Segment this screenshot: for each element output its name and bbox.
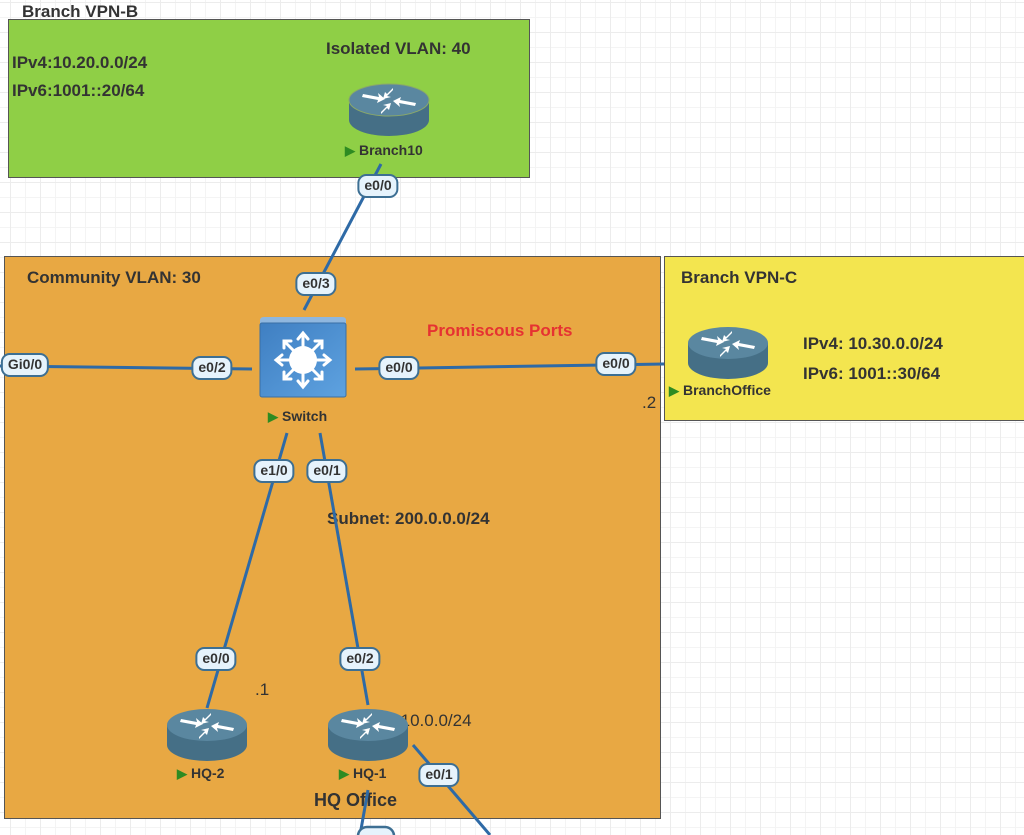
port-branchoffice-e0-0[interactable]: e0/0: [595, 352, 637, 376]
switch-icon[interactable]: [257, 315, 349, 400]
node-label-branch10[interactable]: ▶Branch10: [345, 142, 423, 158]
port-switch-e0-3[interactable]: e0/3: [295, 272, 337, 296]
branch-vpn-b-ipv6: IPv6:1001::20/64: [12, 81, 145, 100]
port-switch-e0-2[interactable]: e0/2: [191, 356, 233, 380]
zone-branch-vpn-b[interactable]: [8, 19, 530, 178]
port-switch-e1-0[interactable]: e1/0: [253, 459, 295, 483]
branch-vpn-b-title: Branch VPN-B: [22, 2, 139, 21]
router-icon[interactable]: [686, 325, 770, 381]
play-icon: ▶: [339, 766, 349, 781]
community-vlan-label: Community VLAN: 30: [27, 268, 201, 287]
branch-vpn-b-ipv4: IPv4:10.20.0.0/24: [12, 53, 148, 72]
router-icon[interactable]: [326, 707, 410, 763]
link-hq1-e01[interactable]: [411, 744, 492, 835]
play-icon: ▶: [669, 383, 679, 398]
port-label-partial[interactable]: [356, 825, 396, 835]
branch-vpn-c-ipv6: IPv6: 1001::30/64: [803, 364, 941, 383]
branch-office-host-address: .2: [642, 393, 657, 412]
port-hq1-e0-1[interactable]: e0/1: [418, 763, 460, 787]
port-switch-e0-1[interactable]: e0/1: [306, 459, 348, 483]
hq2-host-address: .1: [255, 680, 270, 699]
isolated-vlan-label: Isolated VLAN: 40: [326, 39, 471, 58]
subnet-label: Subnet: 200.0.0.0/24: [327, 509, 490, 528]
node-label-hq2[interactable]: ▶HQ-2: [177, 765, 225, 781]
port-branch10-e0-0[interactable]: e0/0: [357, 174, 399, 198]
port-external-gi0-0[interactable]: Gi0/0: [0, 353, 50, 377]
port-hq1-e0-2[interactable]: e0/2: [339, 647, 381, 671]
branch-vpn-c-ipv4: IPv4: 10.30.0.0/24: [803, 334, 943, 353]
node-label-hq1[interactable]: ▶HQ-1: [339, 765, 387, 781]
port-hq2-e0-0[interactable]: e0/0: [195, 647, 237, 671]
router-icon[interactable]: [347, 82, 431, 138]
port-switch-e0-0[interactable]: e0/0: [378, 356, 420, 380]
promiscuous-ports-label: Promiscous Ports: [427, 321, 573, 340]
play-icon: ▶: [177, 766, 187, 781]
router-icon[interactable]: [165, 707, 249, 763]
play-icon: ▶: [345, 143, 355, 158]
play-icon: ▶: [268, 409, 278, 424]
node-label-branchoffice[interactable]: ▶BranchOffice: [669, 382, 771, 398]
node-label-switch[interactable]: ▶Switch: [268, 408, 328, 424]
branch-vpn-c-title: Branch VPN-C: [681, 268, 798, 287]
hq-office-label: HQ Office: [314, 790, 398, 810]
